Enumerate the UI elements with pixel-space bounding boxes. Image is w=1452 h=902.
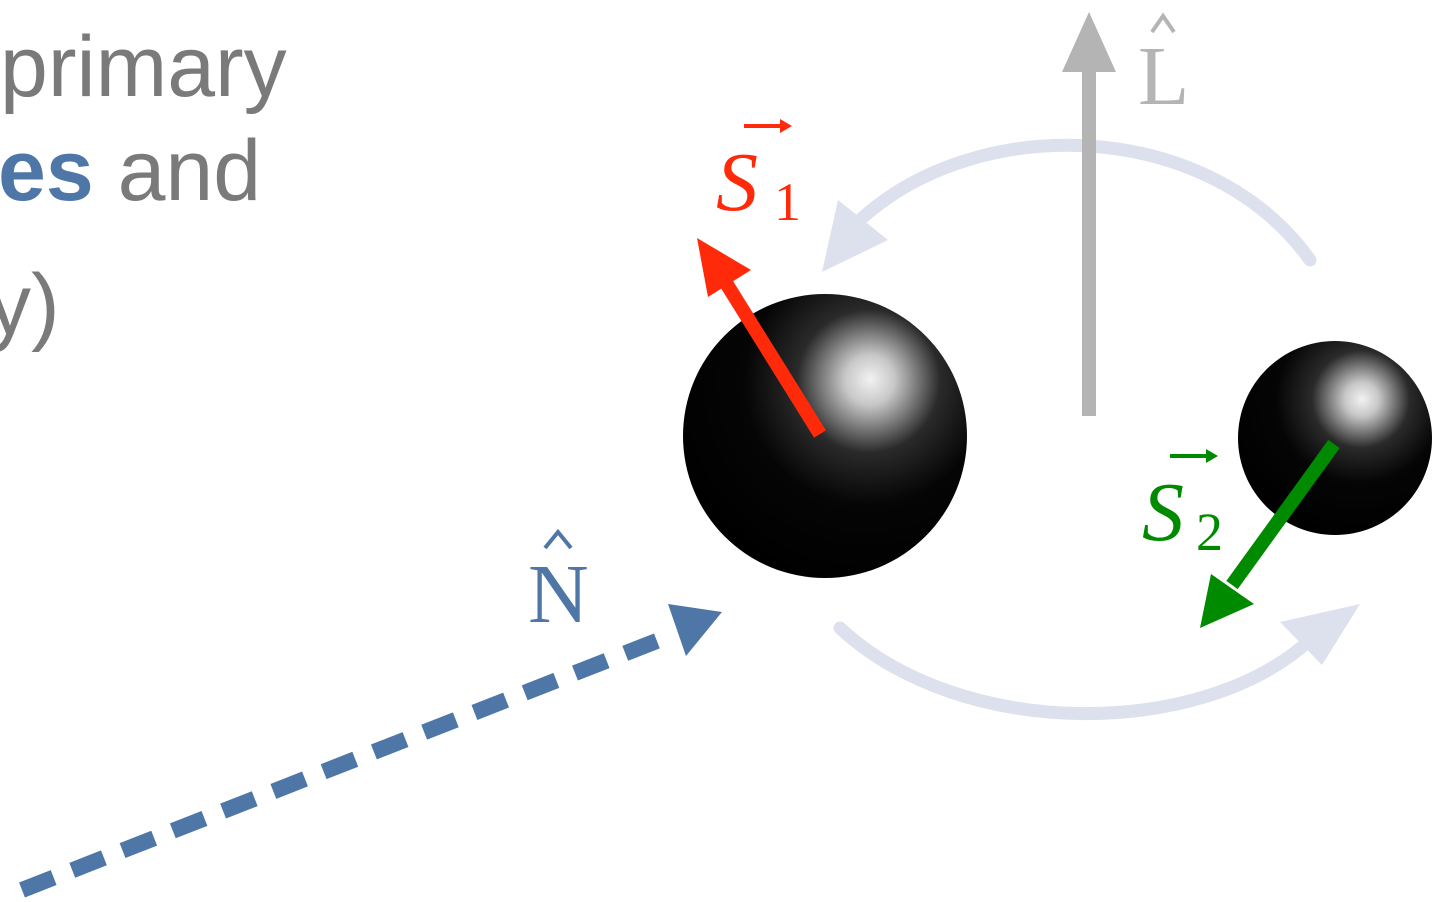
line-of-sight-arrow [19, 604, 722, 898]
orbital-momentum-symbol: L [1138, 30, 1189, 123]
black-hole-primary [683, 294, 967, 578]
text-line-1: primary [0, 19, 287, 115]
spin2-arrow [1200, 439, 1340, 628]
black-hole-secondary [1238, 341, 1432, 535]
text-emphasis: es [0, 123, 94, 219]
orbit-arc-lower-head [1280, 604, 1360, 665]
orbit-arc-upper-head [822, 200, 888, 272]
spin1-label: S 1 [716, 119, 801, 232]
spin1-subscript: 1 [774, 172, 801, 232]
text-line-2: es and [0, 128, 261, 214]
spin1-arrow [697, 238, 826, 438]
text-line-3: y) [0, 257, 60, 353]
spin2-label: S 2 [1142, 449, 1223, 562]
line-of-sight-label: N [528, 528, 589, 641]
spin2-symbol: S [1142, 466, 1184, 559]
orbit-arc-lower [833, 621, 1317, 720]
text-line-2-rest: and [93, 123, 262, 219]
orbital-momentum-label: L [1138, 12, 1189, 123]
orbital-momentum-arrow [1062, 12, 1116, 416]
spin2-subscript: 2 [1196, 502, 1223, 562]
line-of-sight-symbol: N [528, 548, 589, 641]
spin1-symbol: S [716, 136, 758, 229]
